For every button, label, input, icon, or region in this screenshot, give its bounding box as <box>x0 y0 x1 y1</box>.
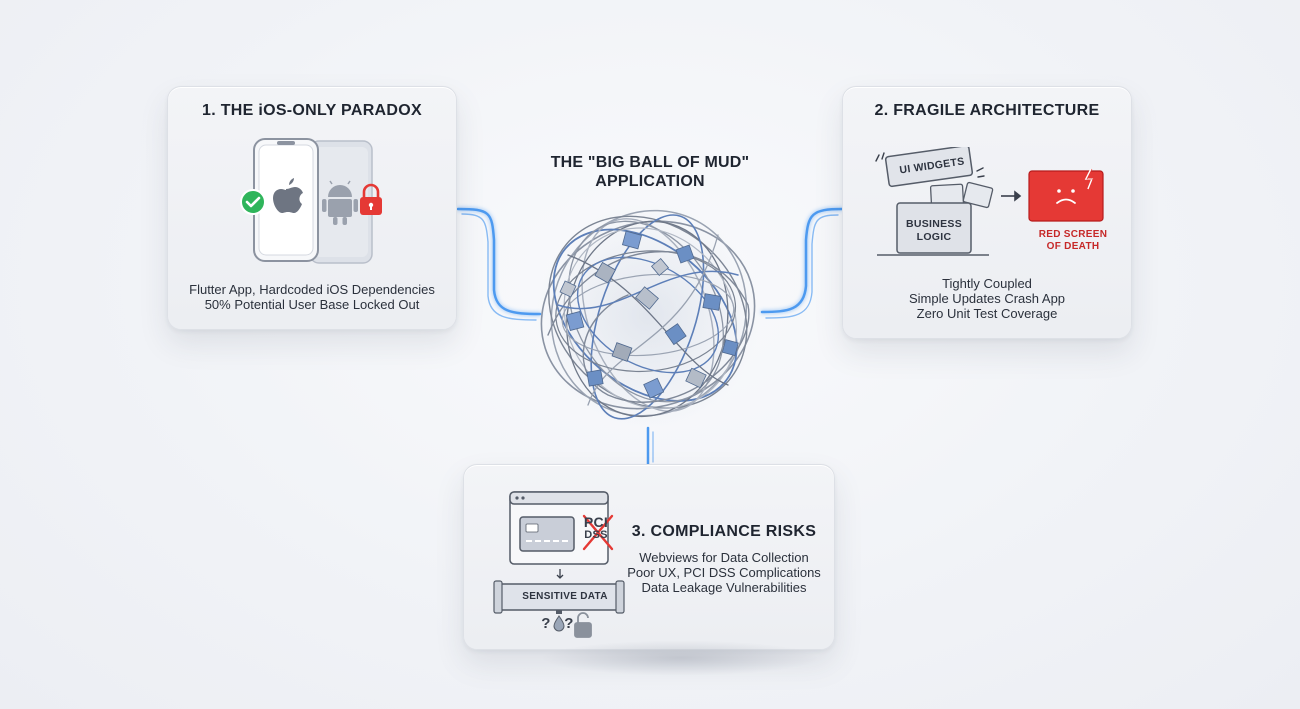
description-line: 50% Potential User Base Locked Out <box>204 297 420 312</box>
shake-marks <box>875 152 985 178</box>
description-line: Poor UX, PCI DSS Complications <box>627 565 821 580</box>
business-logic-line1: BUSINESS <box>905 218 963 230</box>
architecture-graphic <box>875 147 1104 256</box>
panel-title: 3. COMPLIANCE RISKS <box>631 523 817 540</box>
red-screen-label: RED SCREEN OF DEATH <box>1023 229 1123 253</box>
check-icon <box>240 189 266 215</box>
description-line: Data Leakage Vulnerabilities <box>641 580 807 595</box>
panel-compliance-risks: PCI DSS SENSITIVE DATA ? ? 3. COMPLIANCE… <box>463 464 835 650</box>
apple-logo-icon <box>273 178 303 213</box>
panel-fragile-architecture: 2. FRAGILE ARCHITECTURE UI WIDGETS BUSIN… <box>842 86 1132 339</box>
red-screen-line2: OF DEATH <box>1046 241 1100 252</box>
panel-description: Webviews for Data Collection Poor UX, PC… <box>614 550 834 595</box>
panel-title: 1. THE iOS-ONLY PARADOX <box>202 102 422 119</box>
description-line: Webviews for Data Collection <box>639 550 809 565</box>
pipe-icon <box>493 580 625 614</box>
description-line: Simple Updates Crash App <box>908 291 1066 306</box>
panel-description: Tightly Coupled Simple Updates Crash App… <box>843 276 1131 321</box>
phones-graphic <box>240 138 382 264</box>
compliance-graphic <box>493 491 625 638</box>
arrow-down-icon <box>556 569 564 579</box>
center-title-line2: APPLICATION <box>595 173 705 190</box>
question-mark-left: ? <box>541 615 551 632</box>
ui-widgets-box <box>884 147 974 188</box>
pci-label: PCI <box>583 514 609 530</box>
business-logic-label: BUSINESS LOGIC <box>897 218 971 244</box>
center-title-line1: THE "BIG BALL OF MUD" <box>550 154 750 171</box>
red-screen-line1: RED SCREEN <box>1038 229 1108 240</box>
android-icon <box>322 180 358 225</box>
dss-label: DSS <box>584 529 608 541</box>
arrow-right-icon <box>1001 190 1022 202</box>
question-mark-right: ? <box>564 615 574 632</box>
description-line: Zero Unit Test Coverage <box>916 306 1058 321</box>
sensitive-data-label: SENSITIVE DATA <box>522 591 608 602</box>
panel-title: 2. FRAGILE ARCHITECTURE <box>874 102 1100 119</box>
credit-card-icon <box>519 516 575 552</box>
lock-icon <box>360 183 382 215</box>
panel-description: Flutter App, Hardcoded iOS Dependencies … <box>168 282 456 312</box>
description-line: Flutter App, Hardcoded iOS Dependencies <box>189 282 435 297</box>
cross-icon <box>582 514 614 551</box>
center-title: THE "BIG BALL OF MUD" APPLICATION <box>520 153 780 191</box>
droplet-icon <box>553 615 565 632</box>
panel-ios-only-paradox: 1. THE iOS-ONLY PARADOX <box>167 86 457 330</box>
connector-right <box>760 207 844 319</box>
tangled-ball-graphic <box>536 203 760 427</box>
pci-dss-label: PCI DSS <box>576 514 616 542</box>
connector-bottom <box>646 426 654 466</box>
unlocked-lock-icon <box>574 612 592 638</box>
cube-nodes <box>559 230 739 399</box>
business-logic-line2: LOGIC <box>916 231 952 243</box>
description-line: Tightly Coupled <box>942 276 1032 291</box>
connector-left <box>456 207 542 321</box>
panel-shadow <box>540 640 820 676</box>
red-screen-icon <box>1028 168 1104 222</box>
